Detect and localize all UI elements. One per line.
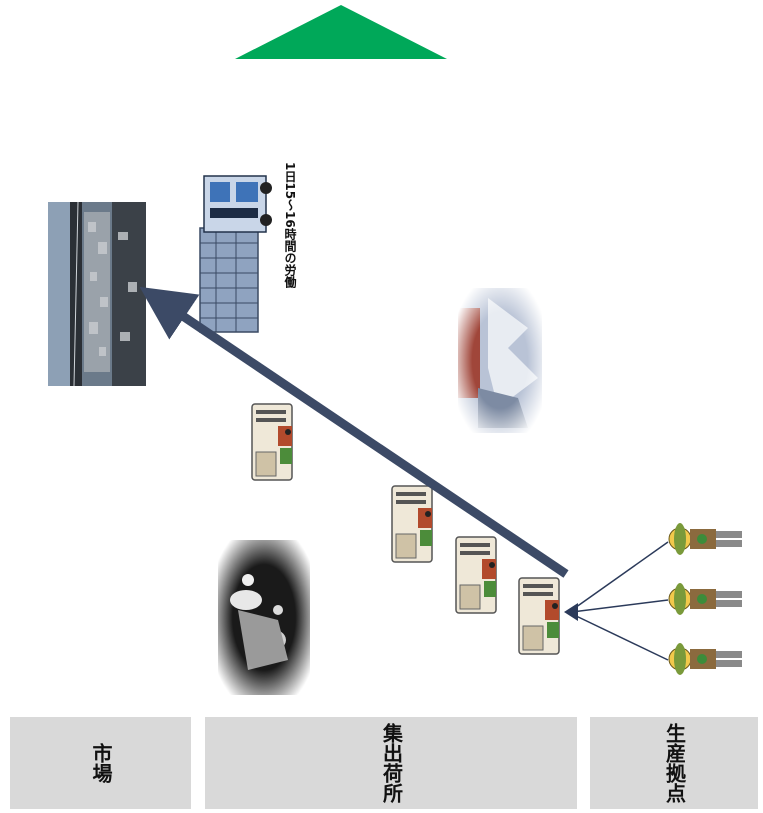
farmer-icon xyxy=(666,519,746,559)
labor-hours-caption: 1日15～16時間の労働 xyxy=(283,162,297,288)
production-base-label: 生産拠点 xyxy=(662,723,687,803)
market-aerial-photo xyxy=(48,202,146,386)
farmer-icon xyxy=(666,639,746,679)
truck-icon xyxy=(390,484,436,564)
workers-bw-photo xyxy=(218,540,310,695)
farmer-flow-line xyxy=(571,613,669,661)
farmer-flow-line xyxy=(571,541,669,611)
upward-triangle xyxy=(235,5,447,59)
large-truck-image xyxy=(196,168,278,334)
collection-site-photo xyxy=(458,288,542,433)
market-panel: 市場 xyxy=(10,717,191,809)
collection-shipping-panel: 集出荷所 xyxy=(205,717,577,809)
production-base-panel: 生産拠点 xyxy=(590,717,758,809)
truck-icon xyxy=(250,402,296,482)
farmer-flow-line xyxy=(571,599,669,613)
market-flow-arrow xyxy=(139,286,569,578)
truck-icon xyxy=(454,535,500,615)
market-label: 市場 xyxy=(89,743,113,783)
collection-shipping-label: 集出荷所 xyxy=(379,723,404,803)
truck-icon xyxy=(517,576,563,656)
farmer-icon xyxy=(666,579,746,619)
arrowhead-icon xyxy=(564,603,578,621)
